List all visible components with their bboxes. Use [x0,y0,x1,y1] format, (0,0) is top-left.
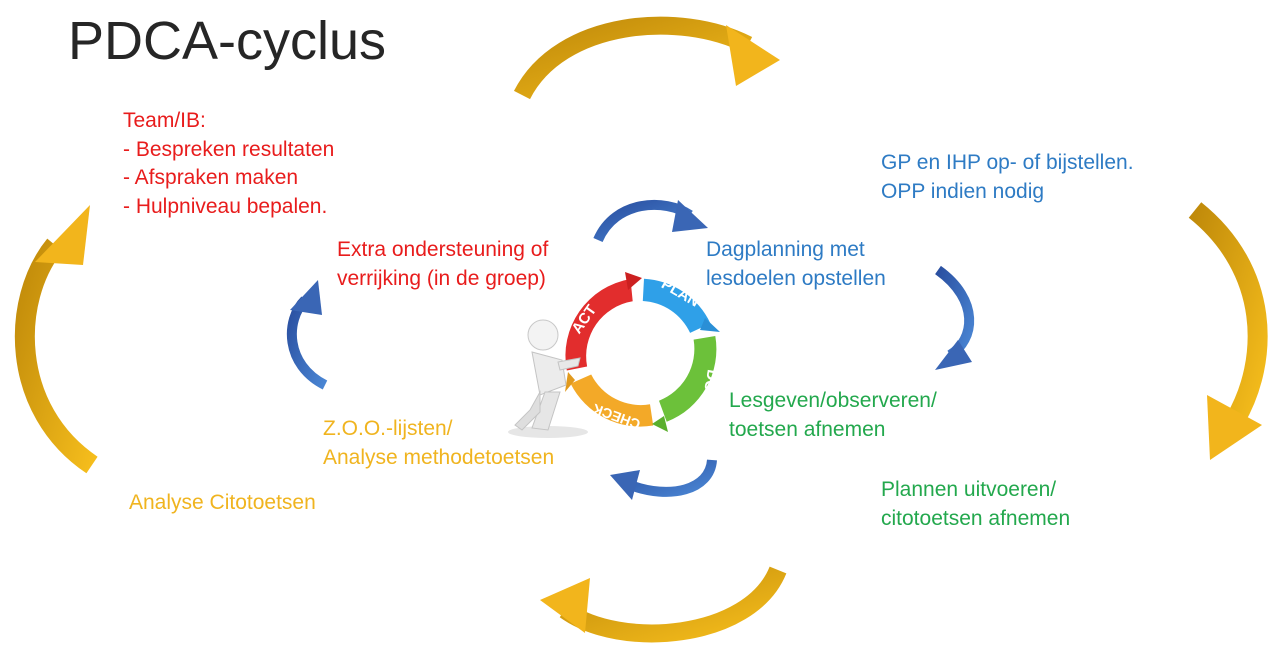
inner-arrow-bottom [610,459,717,500]
inner-arrow-left [287,280,328,390]
outer-do-line: Plannen uitvoeren/ [881,478,1057,501]
outer-do-text: Plannen uitvoeren/ citotoetsen afnemen [881,476,1070,533]
inner-check-line: Z.O.O.-lijsten/ [323,417,453,440]
pdca-ring: ACT PLAN DO CHECK [565,272,721,433]
inner-do-text: Lesgeven/observeren/ toetsen afnemen [729,387,937,444]
inner-plan-line: Dagplanning met [706,238,865,261]
outer-arrow-left [14,205,98,474]
team-ib-block: Team/IB: - Bespreken resultaten - Afspra… [123,107,334,221]
inner-check-text: Z.O.O.-lijsten/ Analyse methodetoetsen [323,415,554,472]
team-ib-item: - Hulpniveau bepalen. [123,194,328,218]
inner-act-text: Extra ondersteuning of verrijking (in de… [337,236,548,293]
inner-act-line: verrijking (in de groep) [337,266,546,290]
outer-plan-text: GP en IHP op- of bijstellen. OPP indien … [881,149,1134,206]
inner-do-line: Lesgeven/observeren/ [729,389,937,412]
ring-label-do: DO [700,368,721,393]
outer-plan-line: GP en IHP op- of bijstellen. [881,151,1134,174]
outer-check-text: Analyse Citotoetsen [129,489,316,518]
inner-check-line: Analyse methodetoetsen [323,445,555,469]
team-ib-item: - Afspraken maken [123,166,299,190]
inner-plan-text: Dagplanning met lesdoelen opstellen [706,236,886,293]
team-ib-heading: Team/IB: [123,109,206,132]
inner-act-line: Extra ondersteuning of [337,238,549,261]
outer-arrow-bottom [540,566,787,643]
inner-do-line: toetsen afnemen [729,417,886,441]
figure-illustration [508,319,588,438]
outer-plan-line: OPP indien nodig [881,179,1045,203]
inner-arrow-right [934,265,975,370]
inner-plan-line: lesdoelen opstellen [706,266,886,290]
team-ib-item: - Bespreken resultaten [123,137,335,161]
outer-check-line: Analyse Citotoetsen [129,491,316,514]
outer-do-line: citotoetsen afnemen [881,506,1071,530]
page-title: PDCA-cyclus [68,11,387,71]
outer-arrow-top [513,16,780,100]
inner-arrow-top [593,200,708,243]
outer-arrow-right [1188,202,1268,460]
